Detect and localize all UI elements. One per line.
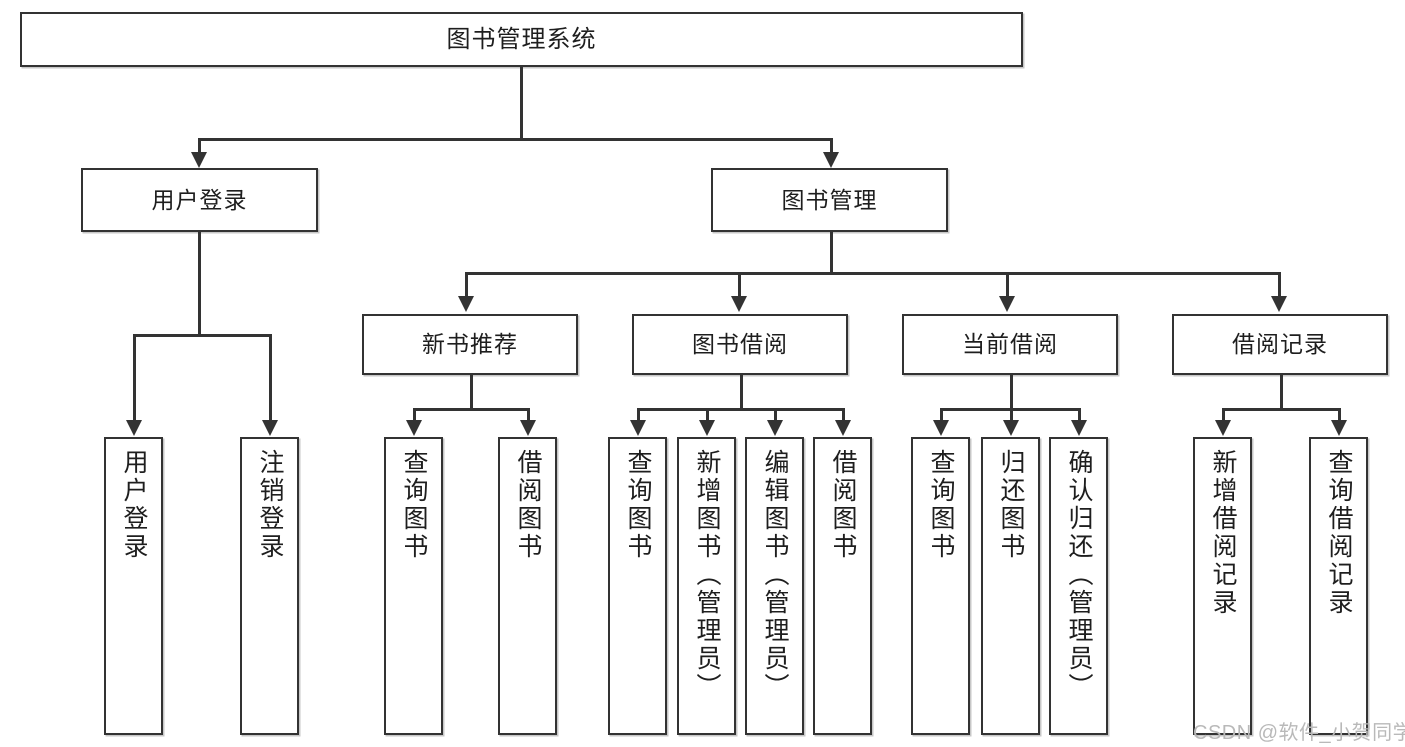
connector-new-book-b2 — [527, 408, 530, 422]
node-label: 归还图书 — [997, 449, 1025, 561]
leaf-book-borrow-edit[interactable]: 编辑图书（管理员） — [745, 437, 804, 735]
node-label: 查询图书 — [400, 449, 428, 561]
connector-book-borrow-b1 — [637, 408, 640, 422]
leaf-book-borrow-borrow[interactable]: 借阅图书 — [813, 437, 872, 735]
connector-book-mgmt-stem — [830, 232, 833, 274]
connector-root-stem — [520, 67, 523, 139]
connector-book-mgmt-b2 — [738, 272, 741, 298]
arrow-borrow-record-leaf-1 — [1215, 420, 1231, 436]
connector-borrow-record-b1 — [1222, 408, 1225, 422]
arrow-user-login-leaf-1 — [126, 420, 142, 436]
node-label: 编辑图书（管理员） — [761, 449, 789, 701]
connector-book-mgmt-b3 — [1006, 272, 1009, 298]
leaf-borrow-record-query[interactable]: 查询借阅记录 — [1309, 437, 1368, 735]
node-label: 查询图书 — [927, 449, 955, 561]
node-label: 图书借阅 — [692, 331, 788, 358]
connector-current-borrow-b2 — [1010, 408, 1013, 422]
node-label: 注销登录 — [256, 449, 284, 561]
connector-new-book-stem — [470, 375, 473, 410]
connector-borrow-record-bus — [1222, 408, 1340, 411]
arrow-borrow-record-leaf-2 — [1331, 420, 1347, 436]
leaf-current-borrow-return[interactable]: 归还图书 — [981, 437, 1040, 735]
connector-new-book-bus — [413, 408, 529, 411]
leaf-current-borrow-confirm[interactable]: 确认归还（管理员） — [1049, 437, 1108, 735]
connector-current-borrow-stem — [1010, 375, 1013, 410]
arrow-root-to-book-mgmt — [823, 152, 839, 168]
arrow-current-borrow-leaf-3 — [1071, 420, 1087, 436]
node-borrow-record[interactable]: 借阅记录 — [1172, 314, 1388, 375]
connector-user-login-b2 — [269, 334, 272, 422]
node-book-borrow[interactable]: 图书借阅 — [632, 314, 848, 375]
connector-book-borrow-b2 — [706, 408, 709, 422]
node-label: 新书推荐 — [422, 331, 518, 358]
connector-borrow-record-b2 — [1338, 408, 1341, 422]
connector-user-login-bus — [133, 334, 271, 337]
node-label: 用户登录 — [120, 449, 148, 561]
node-label: 确认归还（管理员） — [1065, 449, 1093, 701]
node-label: 当前借阅 — [962, 331, 1058, 358]
node-root-system[interactable]: 图书管理系统 — [20, 12, 1023, 67]
arrow-user-login-leaf-2 — [262, 420, 278, 436]
connector-user-login-stem — [198, 232, 201, 336]
arrow-to-book-borrow — [731, 296, 747, 312]
node-book-management[interactable]: 图书管理 — [711, 168, 948, 232]
arrow-book-borrow-leaf-1 — [630, 420, 646, 436]
connector-book-borrow-bus — [637, 408, 844, 411]
connector-root-to-user-login — [198, 138, 201, 154]
node-label: 查询借阅记录 — [1325, 449, 1353, 617]
node-label: 图书管理系统 — [446, 25, 597, 53]
arrow-new-book-leaf-1 — [406, 420, 422, 436]
node-label: 借阅图书 — [829, 449, 857, 561]
leaf-new-book-borrow[interactable]: 借阅图书 — [498, 437, 557, 735]
connector-book-mgmt-bus — [465, 272, 1280, 275]
leaf-new-book-query[interactable]: 查询图书 — [384, 437, 443, 735]
connector-current-borrow-b1 — [940, 408, 943, 422]
leaf-user-login-login[interactable]: 用户登录 — [104, 437, 163, 735]
leaf-user-login-logout[interactable]: 注销登录 — [240, 437, 299, 735]
csdn-watermark: CSDN @软件_小贺同学 — [1193, 722, 1405, 744]
arrow-book-borrow-leaf-3 — [767, 420, 783, 436]
leaf-book-borrow-query[interactable]: 查询图书 — [608, 437, 667, 735]
connector-borrow-record-stem — [1280, 375, 1283, 410]
connector-root-to-book-mgmt — [830, 138, 833, 154]
arrow-new-book-leaf-2 — [520, 420, 536, 436]
connector-root-bus — [198, 138, 832, 141]
arrow-book-borrow-leaf-4 — [835, 420, 851, 436]
node-label: 图书管理 — [781, 186, 878, 213]
node-new-book-recommend[interactable]: 新书推荐 — [362, 314, 578, 375]
arrow-current-borrow-leaf-2 — [1003, 420, 1019, 436]
node-label: 查询图书 — [624, 449, 652, 561]
connector-user-login-b1 — [133, 334, 136, 422]
connector-book-mgmt-b4 — [1278, 272, 1281, 298]
leaf-borrow-record-add[interactable]: 新增借阅记录 — [1193, 437, 1252, 735]
node-user-login[interactable]: 用户登录 — [81, 168, 318, 232]
arrow-to-current-borrow — [999, 296, 1015, 312]
connector-new-book-b1 — [413, 408, 416, 422]
node-current-borrow[interactable]: 当前借阅 — [902, 314, 1118, 375]
arrow-current-borrow-leaf-1 — [933, 420, 949, 436]
node-label: 借阅记录 — [1232, 331, 1328, 358]
arrow-book-borrow-leaf-2 — [699, 420, 715, 436]
node-label: 新增图书（管理员） — [693, 449, 721, 701]
arrow-to-borrow-record — [1271, 296, 1287, 312]
leaf-current-borrow-query[interactable]: 查询图书 — [911, 437, 970, 735]
node-label: 新增借阅记录 — [1209, 449, 1237, 617]
arrow-root-to-user-login — [191, 152, 207, 168]
node-label: 用户登录 — [151, 186, 248, 213]
arrow-to-new-book — [458, 296, 474, 312]
connector-book-borrow-b4 — [842, 408, 845, 422]
node-label: 借阅图书 — [514, 449, 542, 561]
connector-book-borrow-stem — [740, 375, 743, 410]
leaf-book-borrow-add[interactable]: 新增图书（管理员） — [677, 437, 736, 735]
connector-book-borrow-b3 — [774, 408, 777, 422]
connector-current-borrow-b3 — [1078, 408, 1081, 422]
connector-book-mgmt-b1 — [465, 272, 468, 298]
